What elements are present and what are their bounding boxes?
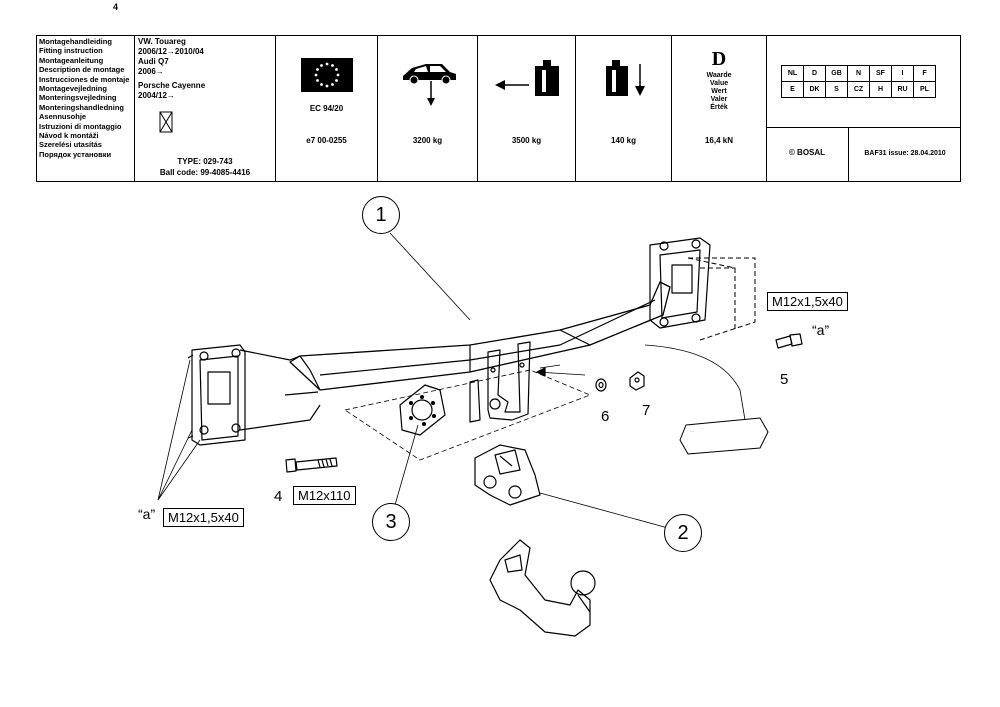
d-word: Value xyxy=(709,80,729,87)
eu-star-icon xyxy=(316,79,319,82)
eu-star-icon xyxy=(335,68,338,71)
d-value-number: 16,4 kN xyxy=(704,136,734,145)
part-number-7: 7 xyxy=(642,402,651,419)
approval-standard: EC 94/20 xyxy=(309,104,344,113)
language-item: Istruzioni di montaggio xyxy=(39,121,122,131)
language-item: Monteringshandledning xyxy=(39,102,124,112)
d-word: Waarde xyxy=(706,72,732,79)
ball-code: Ball code: 99-4085-4416 xyxy=(159,168,251,177)
eu-star-icon xyxy=(325,84,329,88)
towball-neck xyxy=(489,539,591,637)
left-mount-plate xyxy=(191,344,246,446)
d-value-symbol: D xyxy=(711,48,727,70)
eu-star-icon xyxy=(314,73,318,77)
crossbar xyxy=(289,281,671,391)
long-bolt xyxy=(285,458,297,473)
flange-plate xyxy=(399,384,446,436)
d-value-cell: D Waarde Value Wert Valer Érték 16,4 kN xyxy=(671,35,767,182)
eu-star-icon xyxy=(316,68,319,71)
bolt-spec-left: M12x1,5x40 xyxy=(163,508,244,527)
eu-star-icon xyxy=(320,64,323,67)
eu-star-icon xyxy=(335,79,338,82)
spec-cell-1: 3200 kg xyxy=(377,35,478,182)
vehicle-list: VW. Touareg 2006/12→2010/04 Audi Q7 2006… xyxy=(135,36,275,102)
max-trailer-mass-icon xyxy=(403,64,456,106)
spec-value-3: 140 kg xyxy=(611,136,636,145)
mark-a-left: “a” xyxy=(138,506,156,522)
language-item: Asennusohje xyxy=(39,112,87,122)
d-word: Wert xyxy=(711,88,727,95)
hanger-bracket xyxy=(487,341,531,421)
eu-star-icon xyxy=(325,62,329,66)
mark-a-right: “a” xyxy=(812,322,830,338)
eu-star-icon xyxy=(320,83,323,86)
washer xyxy=(595,378,607,392)
country-code: RU xyxy=(891,81,914,98)
page-number: 4 xyxy=(113,2,119,12)
nut xyxy=(629,371,645,391)
socket-housing xyxy=(474,444,541,506)
part-number-6: 6 xyxy=(601,408,610,425)
language-item: Description de montage xyxy=(39,65,125,75)
issue-date: BAF31 issue: 28.04.2010 xyxy=(864,150,946,157)
spec-value-1: 3200 kg xyxy=(412,136,443,145)
bolt-spec-long: M12x110 xyxy=(293,486,356,505)
vehicle-1-years: 2006/12→2010/04 xyxy=(138,47,204,56)
language-item: Montagehandleiding xyxy=(39,37,112,46)
eu-star-icon xyxy=(336,73,340,77)
approval-cell: EC 94/20 e7 00-0255 xyxy=(275,35,378,182)
type-number: TYPE: 029-743 xyxy=(177,157,233,166)
short-bolt xyxy=(775,335,793,349)
vehicle-2-years: 2006→ xyxy=(138,67,164,76)
eu-star-icon xyxy=(331,83,334,86)
d-word: Valer xyxy=(710,96,728,103)
eu-star-icon xyxy=(331,64,334,67)
language-item: Montagevejledning xyxy=(39,84,107,94)
chassis-mount-outline xyxy=(687,257,756,341)
d-word: Érték xyxy=(710,104,728,111)
id-label-plate xyxy=(679,417,769,455)
spec-value-2: 3500 kg xyxy=(511,136,542,145)
d-value-words: Waarde Value Wert Valer Érték xyxy=(672,72,766,112)
vehicle-3-years: 2004/12→ xyxy=(138,91,175,100)
vertical-load-icon xyxy=(606,60,645,96)
eu-flag-icon xyxy=(301,58,353,92)
spec-cell-2: 3500 kg xyxy=(477,35,576,182)
approval-number: e7 00-0255 xyxy=(306,136,347,145)
vehicle-1: VW. Touareg xyxy=(138,37,186,46)
part-number-4: 4 xyxy=(274,488,283,505)
country-code: DK xyxy=(803,81,826,98)
language-item: Fitting instruction xyxy=(39,46,103,56)
right-mount-plate xyxy=(649,237,711,329)
vehicle-3: Porsche Cayenne xyxy=(138,81,206,90)
language-item: Szerelési utasítás xyxy=(39,140,102,150)
language-item: Порядок установки xyxy=(39,149,112,159)
brand-label: © BOSAL xyxy=(788,148,826,157)
callout-3: 3 xyxy=(372,503,410,541)
language-item: Monteringsvejledning xyxy=(39,93,117,103)
spec-cell-3: 140 kg xyxy=(575,35,672,182)
country-code: S xyxy=(825,81,848,98)
language-item: Montageanleitung xyxy=(39,55,104,65)
language-item: Návod k montáži xyxy=(39,131,99,141)
part-number-5: 5 xyxy=(780,371,789,388)
hourglass-box-icon xyxy=(159,111,173,133)
svg-text:…: … xyxy=(690,428,694,433)
language-item: Instrucciones de montaje xyxy=(39,74,130,84)
vehicle-2: Audi Q7 xyxy=(138,57,169,66)
callout-1: 1 xyxy=(362,196,400,234)
callout-2: 2 xyxy=(664,514,702,552)
bolt-spec-top-right: M12x1,5x40 xyxy=(767,292,848,311)
max-towing-mass-icon xyxy=(495,60,559,96)
country-code: PL xyxy=(913,81,936,98)
vehicle-cell: VW. Touareg 2006/12→2010/04 Audi Q7 2006… xyxy=(134,35,276,182)
